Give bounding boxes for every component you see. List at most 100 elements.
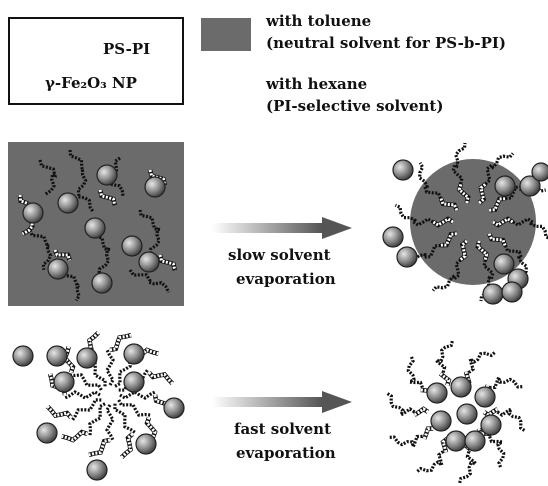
cluster-nanoparticle-7 [464, 430, 486, 452]
fast-arrow [212, 391, 352, 413]
hexane-chain-5 [71, 398, 102, 421]
toluene-description: (neutral solvent for PS-b-PI) [266, 34, 506, 52]
cluster-chain-pi-5 [413, 407, 429, 417]
hexane-description: (PI-selective solvent) [266, 97, 444, 115]
cluster-chain-2 [458, 451, 481, 484]
legend-nanoparticle-label: γ-Fe₂O₃ NP [45, 74, 137, 92]
micelle-chain-pi-3 [459, 239, 468, 262]
legend-polymer-label: PS-PI [103, 40, 151, 58]
toluene-label: with toluene [266, 12, 372, 30]
solution-chain-3 [28, 229, 53, 270]
solution-chain-1 [68, 149, 95, 213]
micelle-chain-pi-4 [440, 232, 457, 247]
micelle-nanoparticle-0 [392, 159, 414, 181]
cluster-chain-3 [415, 450, 445, 473]
slow-process-label-2: evaporation [236, 270, 336, 288]
hexane-chain-0 [119, 390, 156, 400]
hexane-chain-pi-4 [61, 430, 88, 442]
hexane-chain-pi-7 [63, 346, 75, 373]
solution-chain-7 [128, 269, 171, 294]
cluster-nanoparticle-4 [456, 403, 478, 425]
cluster-chain-0 [496, 405, 526, 432]
fast-process-label-2: evaporation [236, 444, 336, 462]
hexane-chain-pi-11 [147, 371, 174, 385]
cluster-chain-6 [404, 355, 424, 389]
solution-chain-pi-2 [98, 189, 117, 206]
micelle-nanoparticle-2 [519, 175, 541, 197]
hexane-nanoparticle-2 [76, 347, 98, 369]
solution-nanoparticle-6 [138, 251, 160, 273]
micelle-chain-pi-0 [492, 217, 514, 227]
cluster-chain-9 [489, 372, 523, 390]
slow-process-label: slow solvent [228, 246, 331, 264]
cluster-chain-pi-1 [477, 427, 492, 436]
slow-arrow [212, 217, 352, 239]
cluster-chain-1 [488, 435, 508, 469]
micelle-chain-pi-6 [439, 197, 459, 211]
micelle-nanoparticle-5 [396, 246, 418, 268]
hexane-nanoparticle-5 [123, 371, 145, 393]
micelle-chain-pi-5 [432, 217, 454, 227]
hexane-nanoparticle-3 [123, 343, 145, 365]
cluster-chain-5 [386, 392, 416, 419]
cluster-nanoparticle-0 [426, 382, 448, 404]
micelle-nanoparticle-6 [493, 253, 515, 275]
hexane-nanoparticle-9 [86, 459, 108, 481]
hexane-nanoparticle-0 [12, 345, 34, 367]
solution-nanoparticle-3 [144, 176, 166, 198]
hexane-chain-3 [105, 404, 115, 441]
solution-chain-0 [38, 159, 58, 196]
cluster-chain-4 [389, 434, 423, 452]
micelle-chain-0 [512, 217, 548, 240]
micelle-nanoparticle-1 [494, 175, 516, 197]
hexane-chain-pi-3 [88, 438, 111, 457]
micelle-nanoparticle-9 [501, 281, 523, 303]
hexane-chain-pi-9 [109, 333, 132, 352]
cluster-nanoparticle-3 [430, 410, 452, 432]
fast-process-label: fast solvent [234, 420, 332, 438]
cluster-chain-7 [431, 340, 454, 373]
hexane-chain-pi-5 [46, 405, 73, 419]
solution-nanoparticle-0 [22, 202, 44, 224]
micelle-chain-7 [451, 142, 467, 185]
solution-nanoparticle-7 [47, 258, 69, 280]
micelle-chain-6 [418, 162, 443, 200]
solution-chain-pi-3 [158, 254, 177, 271]
hexane-chain-9 [105, 349, 115, 386]
micelle-chain-pi-8 [478, 182, 487, 205]
cluster-nanoparticle-1 [450, 376, 472, 398]
toluene-swatch [201, 18, 251, 51]
legend-box [8, 17, 184, 105]
cluster-chain-pi-3 [441, 437, 449, 453]
micelle-nanoparticle-4 [382, 226, 404, 248]
hexane-chain-pi-2 [120, 432, 134, 459]
solution-nanoparticle-2 [84, 217, 106, 239]
micelle-core [410, 159, 536, 285]
micelle-chain-1 [503, 244, 528, 282]
cluster-nanoparticle-5 [480, 414, 502, 436]
solution-nanoparticle-8 [91, 272, 113, 294]
hexane-nanoparticle-8 [135, 433, 157, 455]
solution-nanoparticle-1 [57, 192, 79, 214]
solution-chain-pi-4 [53, 249, 72, 261]
cluster-nanoparticle-2 [474, 386, 496, 408]
hexane-chain-6 [64, 390, 101, 400]
micelle-nanoparticle-8 [482, 283, 504, 305]
solution-nanoparticle-4 [96, 164, 118, 186]
hexane-chain-2 [113, 403, 136, 434]
micelle-chain-5 [394, 203, 434, 227]
cluster-nanoparticle-6 [445, 430, 467, 452]
hexane-nanoparticle-7 [36, 422, 58, 444]
micelle-chain-2 [479, 259, 495, 302]
micelle-chain-4 [399, 243, 441, 261]
micelle-chain-3 [431, 258, 462, 292]
hexane-nanoparticle-6 [163, 397, 185, 419]
micelle-chain-pi-7 [457, 183, 470, 204]
solution-chain-5 [138, 209, 161, 262]
micelle-chain-pi-9 [489, 197, 506, 212]
cluster-chain-pi-0 [483, 407, 499, 417]
cluster-chain-pi-7 [439, 372, 451, 386]
micelle-chain-pi-2 [476, 240, 489, 261]
micelle-nanoparticle-3 [531, 162, 548, 182]
